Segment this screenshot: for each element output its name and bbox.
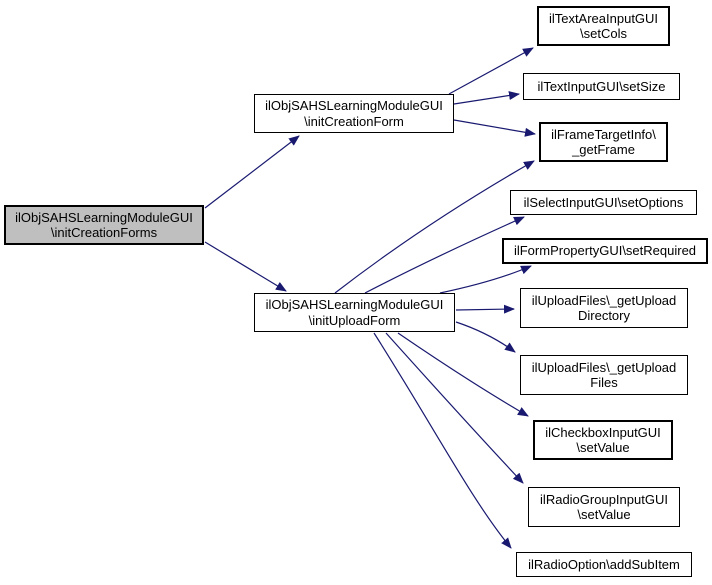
node-label-line: Files <box>590 375 618 390</box>
node-label-line: ilCheckboxInputGUI <box>545 424 661 440</box>
call-edge-init-creation-form-to-get-frame <box>453 119 536 137</box>
node-label-line: ilUploadFiles\_getUpload <box>531 292 677 308</box>
node-label-line: ilTextInputGUI\setSize <box>537 78 666 94</box>
call-edge-init-upload-form-to-add-sub-item <box>373 332 512 549</box>
node-label-line: \setCols <box>580 26 627 41</box>
node-set-required[interactable]: ilFormPropertyGUI\setRequired <box>502 238 708 264</box>
node-label-line: ilSelectInputGUI\setOptions <box>523 194 684 210</box>
node-label-line: \setValue <box>577 507 631 522</box>
call-edge-init-upload-form-to-radio-group-set-value <box>385 332 524 484</box>
node-set-cols[interactable]: ilTextAreaInputGUI\setCols <box>537 6 670 46</box>
node-init-creation-forms: ilObjSAHSLearningModuleGUI\initCreationF… <box>4 205 204 245</box>
node-label-line: ilRadioGroupInputGUI <box>540 491 668 507</box>
node-label-line: ilFrameTargetInfo\ <box>551 126 656 142</box>
node-label-line: _getFrame <box>572 142 635 157</box>
node-checkbox-set-value[interactable]: ilCheckboxInputGUI\setValue <box>533 420 673 460</box>
call-edge-init-upload-form-to-checkbox-set-value <box>397 332 529 417</box>
node-label-line: \initUploadForm <box>308 312 401 328</box>
node-label-line: ilUploadFiles\_getUpload <box>531 359 677 375</box>
call-edge-init-creation-form-to-set-cols <box>448 47 534 95</box>
call-edge-init-upload-form-to-set-required <box>439 265 532 294</box>
call-edge-init-upload-form-to-get-upload-directory <box>455 304 515 314</box>
node-set-size[interactable]: ilTextInputGUI\setSize <box>523 73 680 100</box>
call-edge-init-creation-forms-to-init-upload-form <box>204 241 287 292</box>
node-radio-group-set-value[interactable]: ilRadioGroupInputGUI\setValue <box>528 487 680 527</box>
node-label-line: \initCreationForms <box>50 225 158 240</box>
node-label-line: ilObjSAHSLearningModuleGUI <box>265 98 443 113</box>
node-label-line: ilTextAreaInputGUI <box>548 10 659 26</box>
call-edge-init-upload-form-to-get-frame <box>334 160 535 294</box>
node-set-options[interactable]: ilSelectInputGUI\setOptions <box>510 190 697 215</box>
call-edge-init-upload-form-to-get-upload-files <box>455 321 516 353</box>
node-label-line: Directory <box>577 308 630 323</box>
node-label-line: ilObjSAHSLearningModuleGUI <box>265 297 444 312</box>
node-init-creation-form[interactable]: ilObjSAHSLearningModuleGUI\initCreationF… <box>254 94 454 133</box>
node-init-upload-form[interactable]: ilObjSAHSLearningModuleGUI\initUploadFor… <box>254 293 455 332</box>
call-edge-init-creation-forms-to-init-creation-form <box>204 135 300 209</box>
node-label-line: \setValue <box>576 440 630 455</box>
call-edge-init-upload-form-to-set-options <box>364 216 525 294</box>
node-label-line: ilRadioOption\addSubItem <box>528 556 680 572</box>
node-label-line: \initCreationForm <box>304 113 404 129</box>
node-add-sub-item[interactable]: ilRadioOption\addSubItem <box>516 552 692 577</box>
node-label-line: ilObjSAHSLearningModuleGUI <box>15 209 193 225</box>
node-label-line: ilFormPropertyGUI\setRequired <box>513 243 697 259</box>
call-edge-init-creation-form-to-set-size <box>453 91 520 105</box>
node-get-frame[interactable]: ilFrameTargetInfo\_getFrame <box>539 122 668 162</box>
